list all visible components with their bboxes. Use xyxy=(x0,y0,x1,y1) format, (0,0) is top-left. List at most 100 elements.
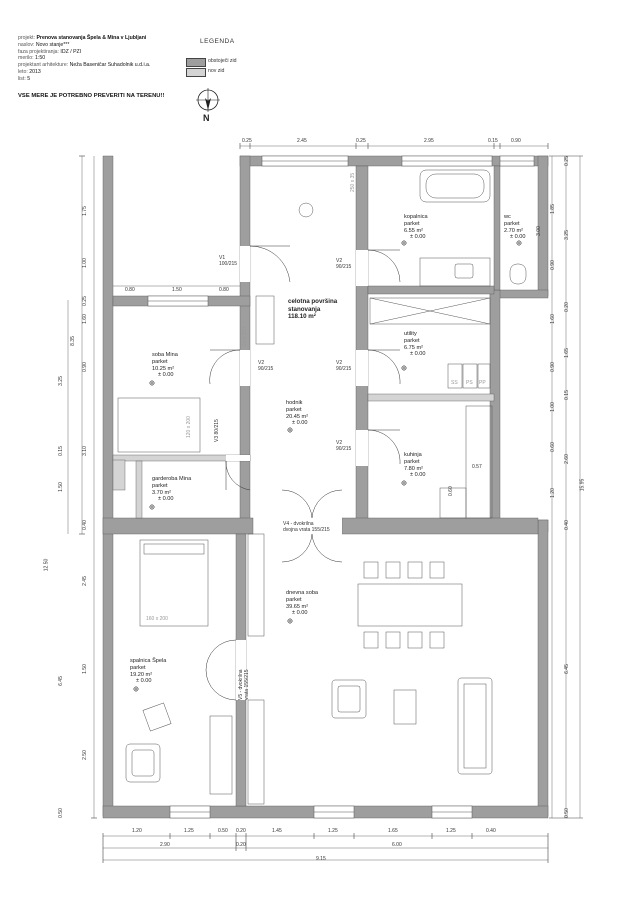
room-spalnica-spela: spalnica Špela parket 19.20 m² ± 0.00 xyxy=(130,658,166,685)
faza-label: faza projektiranja: xyxy=(18,48,59,55)
dim-left: 1.60 xyxy=(81,314,88,324)
dim-left: 0.15 xyxy=(57,446,64,456)
door-code: V2 xyxy=(336,360,343,366)
total-area-value: 118.10 m² xyxy=(288,313,316,320)
dim-right: 1.00 xyxy=(549,402,556,412)
dim-right: 0.90 xyxy=(549,362,556,372)
washer-ps xyxy=(462,363,478,389)
project-value: Prenova stanovanja Špela & Mina v Ljublj… xyxy=(36,35,147,41)
leto-label: leto: xyxy=(18,68,28,75)
room-area: 6.75 m² xyxy=(404,344,423,351)
dim-left: 0.25 xyxy=(81,296,88,306)
kitchen-counter-2 xyxy=(439,487,467,519)
dim-left: 1.75 xyxy=(81,206,88,216)
room-name: kuhinja xyxy=(404,452,422,458)
room-name: utility xyxy=(404,331,417,337)
dim-bottom: 0.50 xyxy=(218,828,228,834)
dim-left: 1.50 xyxy=(57,482,64,492)
room-area: 2.70 m² xyxy=(504,227,523,234)
armchair xyxy=(331,679,367,719)
room-level: ± 0.00 xyxy=(410,234,426,241)
bath-counter xyxy=(419,257,491,287)
dim-left: 0.90 xyxy=(81,362,88,372)
room-level: ± 0.00 xyxy=(410,351,426,358)
door-swings xyxy=(205,245,401,701)
bed-spela-label: 160 x 200 xyxy=(146,616,168,622)
merilo-value: 1:50 xyxy=(35,55,46,62)
project-label: projekt: xyxy=(18,35,36,41)
dim-bottom: 1.25 xyxy=(184,828,194,834)
washer-pp-label: PP xyxy=(479,380,486,386)
dining-table xyxy=(357,583,463,627)
dim-top: 0.90 xyxy=(511,138,521,144)
dim-right: 0.40 xyxy=(563,520,570,530)
dim-left: 1.50 xyxy=(81,664,88,674)
washer-ss xyxy=(447,363,463,389)
sofa xyxy=(457,677,493,775)
pillow xyxy=(143,543,205,555)
bath-sink xyxy=(454,263,474,279)
dim-right: 0.15 xyxy=(563,390,570,400)
level-markers xyxy=(133,240,522,692)
door-label-v2d: V2 90/215 xyxy=(336,440,351,452)
room-name: wc xyxy=(504,214,511,220)
bed-mina xyxy=(117,397,201,453)
total-line2: stanovanja xyxy=(288,305,321,313)
room-level: ± 0.00 xyxy=(410,472,426,479)
room-floor: parket xyxy=(404,220,420,227)
room-area: 6.55 m² xyxy=(404,227,423,234)
dim-left: 2.50 xyxy=(81,750,88,760)
naslov-label: naslov: xyxy=(18,41,35,48)
dim-right: 0.60 xyxy=(549,442,556,452)
door-size: 90/215 xyxy=(336,446,352,452)
legend-swatch-new xyxy=(186,68,206,77)
list-label: list: xyxy=(18,75,26,82)
door-code: V1 xyxy=(219,255,226,261)
dim-bottom: 1.20 xyxy=(132,828,142,834)
door-size: 90/215 xyxy=(336,366,352,372)
utility-shelving xyxy=(369,297,491,325)
room-name: hodnik xyxy=(286,400,303,406)
room-level: ± 0.00 xyxy=(292,420,308,427)
bed-mina-label: 120 x 200 xyxy=(186,416,192,438)
dim-top: 2.95 xyxy=(424,138,434,144)
dim-bottom: 1.65 xyxy=(388,828,398,834)
room-area: 7.80 m² xyxy=(404,465,423,472)
coffee-table xyxy=(393,689,417,725)
dim-mid: 0.80 xyxy=(219,287,229,293)
door-label-v2c: V2 90/215 xyxy=(336,360,351,372)
dim-right: 0.90 xyxy=(549,260,556,270)
room-area: 39.65 m² xyxy=(286,603,309,610)
dim-right-outer: 15.95 xyxy=(579,478,586,492)
dim-bottom: 2.90 xyxy=(160,842,170,848)
wall xyxy=(135,460,143,519)
room-floor: parket xyxy=(504,220,520,227)
door-label-v2b: V2 90/215 xyxy=(258,360,273,372)
wall xyxy=(355,165,369,527)
wall xyxy=(367,393,495,402)
door-code: V2 xyxy=(336,258,343,264)
door-label-v1: V1 100/215 xyxy=(219,255,237,267)
room-name: garderoba Mina xyxy=(152,476,192,482)
legend-label-existing: obstoječi zid xyxy=(208,58,237,64)
windows xyxy=(147,155,535,819)
kitchen-counter xyxy=(465,405,493,519)
dim-top: 0.15 xyxy=(488,138,498,144)
total-line1: celotna površina xyxy=(288,298,338,305)
room-level: ± 0.00 xyxy=(292,610,308,617)
dim-right: 2.60 xyxy=(563,454,570,464)
washer-pp xyxy=(477,363,491,389)
door-code: V2 xyxy=(258,360,265,366)
door-size: 90/215 xyxy=(336,264,352,270)
cabinet-spela xyxy=(209,715,233,795)
room-floor: parket xyxy=(404,337,420,344)
room-dnevna-soba: dnevna soba parket 39.65 m² ± 0.00 xyxy=(286,590,318,617)
room-area: 20.45 m² xyxy=(286,413,309,420)
door-v4-line1: V4 - dvokrilna xyxy=(283,521,314,527)
dim-left: 6.45 xyxy=(57,676,64,686)
room-wc: wc parket 2.70 m² ± 0.00 xyxy=(504,214,526,241)
door-v4-line2: dvojna vrata 155/215 xyxy=(283,527,330,533)
room-floor: parket xyxy=(404,458,420,465)
dim-bottom: 0.40 xyxy=(486,828,496,834)
